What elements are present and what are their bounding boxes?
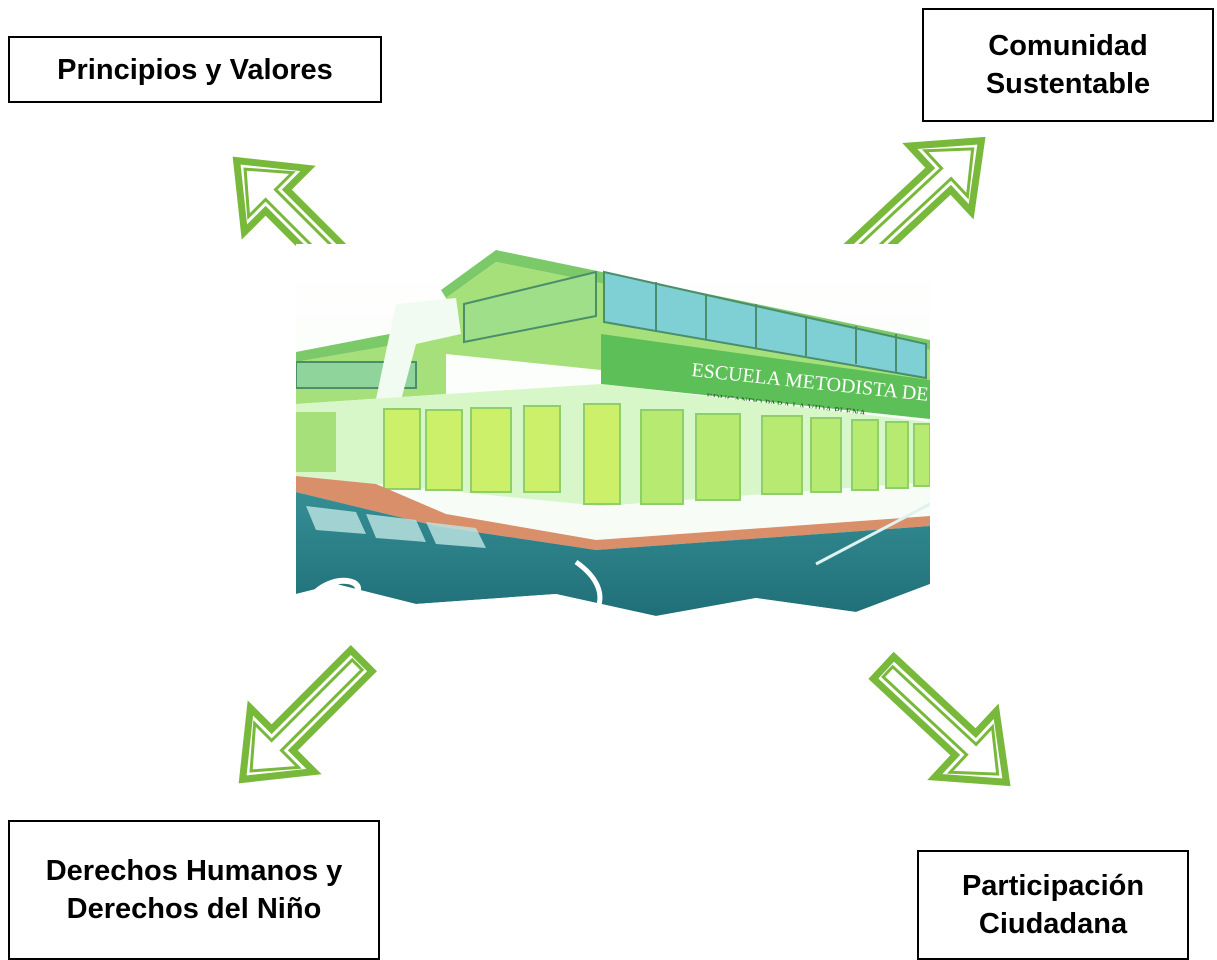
box-line: Comunidad [988, 30, 1148, 62]
box-line: Derechos Humanos y [45, 855, 343, 887]
box-line: Ciudadana [978, 908, 1128, 940]
box-principios-valores: Principios y Valores [8, 36, 382, 103]
box-line: Derechos del Niño [66, 893, 322, 925]
school-building-photo: ESCUELA METODISTA DE COQUIMBO EDUCANDO P… [296, 244, 930, 628]
arrow-down-right-icon [853, 635, 1037, 815]
box-line: Sustentable [985, 68, 1151, 100]
box-line: Principios y Valores [57, 53, 333, 86]
box-comunidad-sustentable: Comunidad Sustentable [922, 8, 1214, 122]
box-derechos-humanos: Derechos Humanos y Derechos del Niño [8, 820, 380, 960]
box-participacion-ciudadana: Participación Ciudadana [917, 850, 1189, 960]
box-line: Participación [961, 870, 1145, 902]
arrow-down-left-icon [211, 629, 393, 811]
